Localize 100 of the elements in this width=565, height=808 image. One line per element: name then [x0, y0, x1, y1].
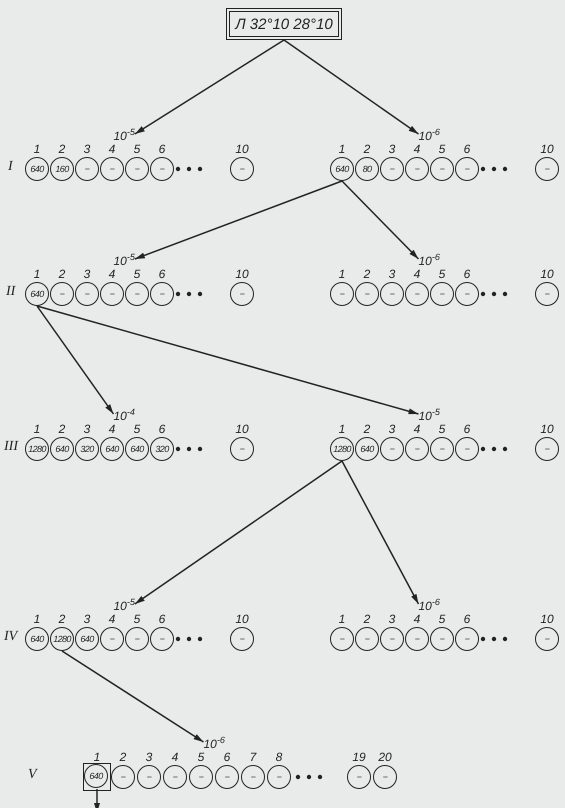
- well-circle: −: [241, 765, 265, 789]
- well-number: 6: [158, 613, 166, 626]
- well-circle: −: [50, 282, 74, 306]
- well-circle: −: [373, 765, 397, 789]
- well-number: 1: [32, 268, 42, 281]
- well-number: 7: [248, 751, 258, 764]
- well-number: 5: [132, 268, 142, 281]
- well-number: 10: [234, 143, 250, 156]
- well-number: 2: [58, 143, 66, 156]
- row-numeral: V: [28, 767, 37, 783]
- well-number: 3: [388, 423, 396, 436]
- dilution-exponent: 10$^{-5}$: [114, 250, 135, 268]
- well-number: 10: [539, 613, 555, 626]
- well-circle: 640: [355, 437, 379, 461]
- well-circle: −: [347, 765, 371, 789]
- well-circle: −: [150, 627, 174, 651]
- well-circle: −: [125, 157, 149, 181]
- well-number: 10: [234, 268, 250, 281]
- well-number: 8: [274, 751, 284, 764]
- well-number: 3: [82, 423, 92, 436]
- well-circle: −: [75, 282, 99, 306]
- well-circle: −: [100, 157, 124, 181]
- well-circle: −: [355, 627, 379, 651]
- row-numeral: IV: [4, 629, 18, 645]
- well-circle: 640: [125, 437, 149, 461]
- dilution-exponent: 10$^{-5}$: [418, 405, 440, 423]
- well-circle: 320: [75, 437, 99, 461]
- well-number: 1: [92, 751, 102, 764]
- well-number: 3: [388, 613, 396, 626]
- well-circle: 640: [100, 437, 124, 461]
- well-number: 4: [412, 143, 422, 156]
- arrow: [341, 460, 420, 604]
- well-circle: −: [111, 765, 135, 789]
- well-circle: −: [405, 157, 429, 181]
- well-number: 4: [412, 613, 422, 626]
- well-circle: −: [137, 765, 161, 789]
- arrow: [36, 306, 114, 414]
- well-circle: −: [125, 627, 149, 651]
- well-number: 6: [158, 423, 166, 436]
- well-number: 3: [388, 143, 396, 156]
- well-number: 6: [158, 143, 166, 156]
- well-circle: −: [100, 627, 124, 651]
- well-circle: −: [230, 282, 254, 306]
- arrow: [134, 39, 284, 135]
- dilution-exponent: 10$^{-4}$: [114, 405, 135, 423]
- well-number: 4: [108, 268, 116, 281]
- well-number: 3: [82, 613, 92, 626]
- well-number: 10: [539, 143, 555, 156]
- well-number: 2: [362, 613, 372, 626]
- well-circle: −: [430, 627, 454, 651]
- well-number: 19: [351, 751, 367, 764]
- well-circle: −: [455, 157, 479, 181]
- well-circle: −: [189, 765, 213, 789]
- well-number: 2: [362, 143, 372, 156]
- well-number: 1: [338, 613, 346, 626]
- well-number: 1: [32, 423, 42, 436]
- well-circle: −: [380, 282, 404, 306]
- dilution-exponent: 10$^{-6}$: [418, 125, 440, 143]
- well-circle: −: [455, 627, 479, 651]
- well-circle: −: [267, 765, 291, 789]
- well-number: 6: [222, 751, 232, 764]
- well-circle: 1280: [50, 627, 74, 651]
- well-circle: −: [355, 282, 379, 306]
- well-number: 4: [412, 423, 422, 436]
- dilution-exponent: 10$^{-5}$: [114, 125, 135, 143]
- well-circle: 1280: [25, 437, 49, 461]
- well-number: 1: [32, 613, 42, 626]
- well-circle: 640: [84, 764, 108, 788]
- well-circle: 640: [50, 437, 74, 461]
- well-circle: −: [405, 627, 429, 651]
- well-number: 20: [377, 751, 393, 764]
- well-circle: 640: [25, 627, 49, 651]
- arrow: [284, 39, 419, 135]
- well-number: 6: [462, 423, 472, 436]
- well-circle: 640: [25, 282, 49, 306]
- well-circle: −: [75, 157, 99, 181]
- well-number: 2: [58, 268, 66, 281]
- well-circle: −: [430, 437, 454, 461]
- well-number: 10: [539, 423, 555, 436]
- row-numeral: II: [6, 284, 16, 300]
- well-number: 3: [388, 268, 396, 281]
- well-circle: −: [405, 437, 429, 461]
- well-circle: −: [330, 282, 354, 306]
- arrow: [62, 650, 204, 743]
- well-number: 1: [338, 423, 346, 436]
- well-circle: −: [380, 157, 404, 181]
- well-circle: 640: [75, 627, 99, 651]
- well-number: 5: [132, 423, 142, 436]
- well-number: 2: [58, 423, 66, 436]
- well-number: 6: [462, 613, 472, 626]
- well-circle: −: [535, 627, 559, 651]
- well-number: 4: [170, 751, 180, 764]
- well-number: 6: [462, 268, 472, 281]
- arrow: [341, 180, 420, 260]
- well-number: 5: [132, 613, 142, 626]
- well-circle: −: [230, 437, 254, 461]
- well-number: 5: [196, 751, 206, 764]
- arrow: [134, 180, 342, 260]
- well-circle: −: [150, 157, 174, 181]
- well-number: 2: [58, 613, 66, 626]
